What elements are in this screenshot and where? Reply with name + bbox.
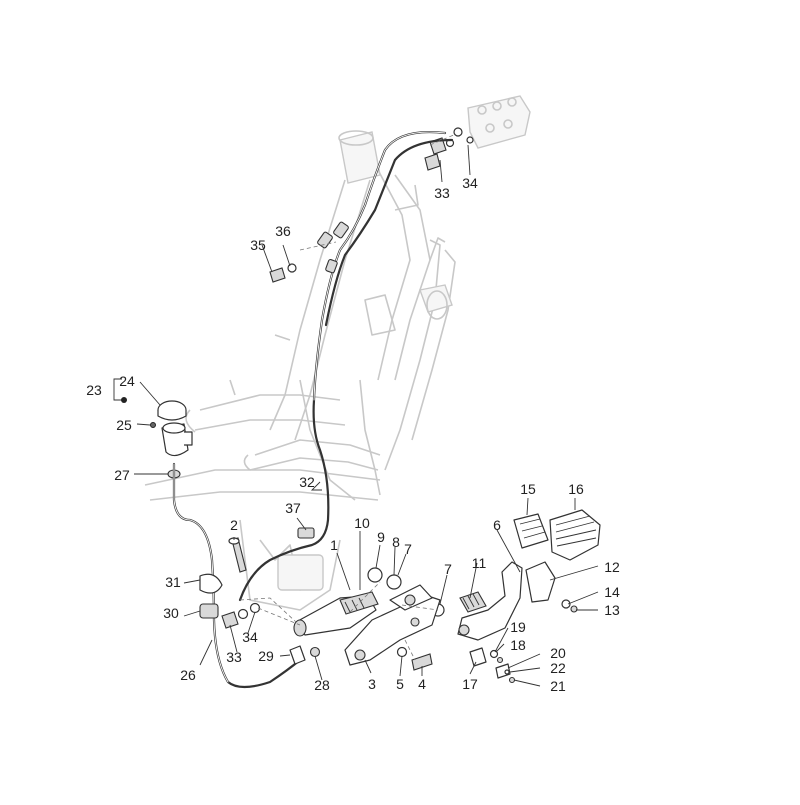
callout-6: 6 (493, 517, 501, 533)
callout-16: 16 (568, 481, 584, 497)
callout-35: 35 (250, 237, 266, 253)
banjo-bolt-33-lower (221, 611, 239, 629)
screw-13 (570, 605, 578, 613)
callout-13: 13 (604, 602, 620, 618)
bracket-3 (344, 594, 441, 666)
callout-15: 15 (520, 481, 536, 497)
scooter-frame (144, 130, 456, 611)
callout-34-lower: 34 (242, 629, 258, 645)
callout-28: 28 (314, 677, 330, 693)
callout-25: 25 (116, 417, 132, 433)
callout-labels: 1 2 3 4 5 6 7 7 8 9 10 11 12 13 14 15 16… (86, 175, 620, 694)
grommet-29 (289, 645, 306, 665)
leader-lines (134, 144, 599, 687)
callout-5: 5 (396, 676, 404, 692)
callout-8: 8 (392, 534, 400, 550)
callout-34-top: 34 (462, 175, 478, 191)
callout-4: 4 (418, 676, 426, 692)
callout-19: 19 (510, 619, 526, 635)
callout-7a: 7 (404, 541, 412, 557)
callout-9: 9 (377, 529, 385, 545)
clip-31 (199, 573, 223, 594)
clamp-30 (199, 603, 219, 619)
brake-fluid-reservoir (150, 400, 302, 689)
spring-11 (459, 591, 487, 613)
screw-25 (150, 422, 156, 428)
pedal-arm-6 (457, 561, 523, 641)
callout-11: 11 (472, 555, 487, 571)
washer-14 (561, 599, 571, 609)
callout-33-top: 33 (434, 185, 450, 201)
callout-29: 29 (258, 648, 274, 664)
callout-22: 22 (550, 660, 566, 676)
callout-2: 2 (230, 517, 238, 533)
washer-5 (396, 646, 408, 658)
callout-26: 26 (180, 667, 196, 683)
washer-18 (489, 649, 499, 659)
callout-27: 27 (114, 467, 130, 483)
callout-23: 23 (86, 382, 102, 398)
callout-31: 31 (165, 574, 181, 590)
callout-33-lower: 33 (226, 649, 242, 665)
callout-30: 30 (163, 605, 179, 621)
callout-10: 10 (354, 515, 370, 531)
callout-3: 3 (368, 676, 376, 692)
brake-pedal-parts (457, 509, 601, 684)
bracket-17 (469, 647, 487, 667)
brake-hoses (238, 131, 454, 602)
pedal-rubber-15 (513, 513, 549, 549)
callout-21: 21 (550, 678, 566, 694)
callout-20: 20 (550, 645, 566, 661)
screw-21 (508, 676, 516, 684)
screw-35 (269, 267, 286, 283)
group-dot-icon (121, 397, 127, 403)
callout-18: 18 (510, 637, 526, 653)
callout-24: 24 (119, 373, 135, 389)
callout-36: 36 (275, 223, 291, 239)
bolt-4 (411, 653, 433, 671)
master-cylinder-assembly (221, 133, 457, 671)
misc-fasteners (269, 263, 297, 283)
washer-34-top-b (466, 136, 474, 144)
callout-1: 1 (330, 537, 338, 553)
callout-12: 12 (604, 559, 620, 575)
washer-22 (504, 669, 510, 675)
callout-14: 14 (604, 584, 620, 600)
washer-34-top (453, 127, 463, 137)
callout-17: 17 (462, 676, 478, 692)
washer-8 (386, 574, 402, 590)
screw-19 (496, 656, 504, 664)
fitting-28 (309, 646, 321, 658)
nut-9 (367, 567, 383, 583)
pedal-pad-12 (525, 561, 556, 603)
callout-7b: 7 (444, 561, 452, 577)
callout-32: 32 (299, 474, 315, 490)
group-bracket-23 (113, 378, 122, 401)
brake-distributor (424, 95, 531, 171)
washer-36 (287, 263, 297, 273)
hose-clip-37 (297, 527, 315, 539)
callout-37: 37 (285, 500, 301, 516)
